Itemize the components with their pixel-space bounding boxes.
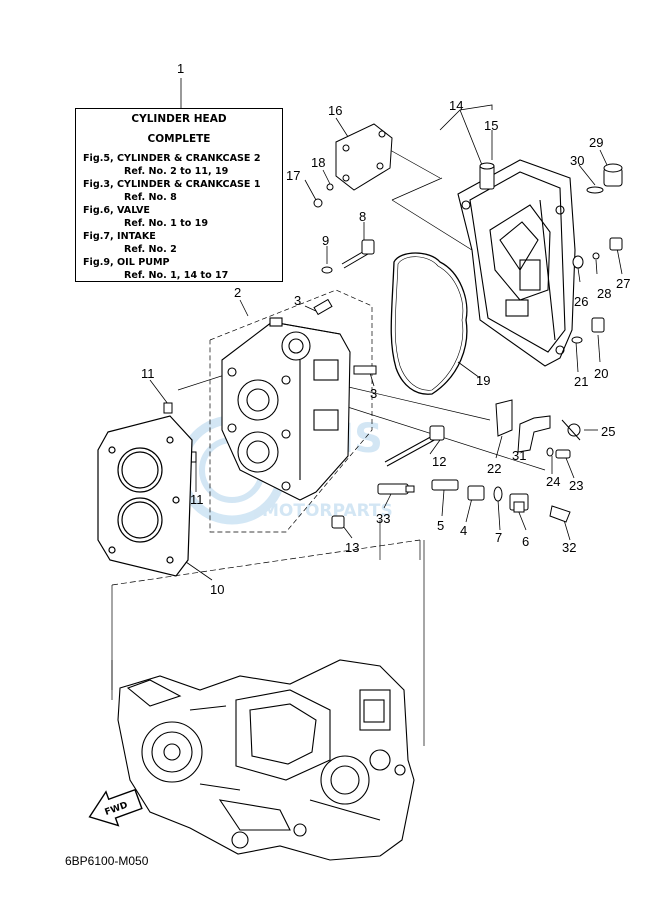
part-16: [335, 123, 393, 191]
part-17-18: [313, 183, 334, 208]
callout-10: 10: [210, 582, 224, 597]
callout-6: 6: [522, 534, 529, 549]
callout-20: 20: [594, 366, 608, 381]
callout-11: 11: [190, 492, 204, 507]
callout-5: 5: [437, 518, 444, 533]
callout-14: 14: [449, 98, 463, 113]
callout-29: 29: [589, 135, 603, 150]
part-22: [495, 399, 513, 437]
part-10-gasket: [97, 415, 193, 577]
part-31: [517, 415, 551, 453]
diagram-code: 6BP6100-M050: [65, 854, 149, 868]
callout-11: 11: [141, 366, 155, 381]
part-15: [479, 162, 495, 190]
fwd-arrow: FWD: [88, 788, 143, 827]
info-title-line2: COMPLETE: [147, 133, 211, 145]
info-entry: Ref. No. 1, 14 to 17: [124, 270, 229, 281]
part-5: [431, 479, 459, 491]
callout-1: 1: [177, 61, 184, 76]
callout-15: 15: [484, 118, 498, 133]
valve-cover: [457, 159, 576, 367]
callout-21: 21: [574, 374, 588, 389]
callout-22: 22: [487, 461, 501, 476]
callout-26: 26: [574, 294, 588, 309]
info-entry: Ref. No. 1 to 19: [124, 218, 209, 229]
callout-18: 18: [311, 155, 325, 170]
callout-labels: 1 2 3 3 4 5 6 7 8 9 10 11 11 12 13 14 15…: [141, 61, 630, 597]
part-19-gasket: [390, 252, 468, 395]
callout-19: 19: [476, 373, 490, 388]
watermark-text: MOTORPARTS: [262, 501, 393, 521]
callout-9: 9: [322, 233, 329, 248]
part-20-21: [571, 317, 605, 344]
callout-8: 8: [359, 209, 366, 224]
callout-31: 31: [512, 448, 526, 463]
assembly-lines: [111, 149, 546, 746]
callout-13: 13: [345, 540, 359, 555]
info-entry: Fig.5, CYLINDER & CRANKCASE 2: [83, 153, 261, 164]
info-entry: Ref. No. 2: [124, 244, 177, 255]
info-entry: Fig.3, CYLINDER & CRANKCASE 1: [83, 179, 261, 190]
part-3: [313, 298, 377, 375]
info-entry: Ref. No. 2 to 11, 19: [124, 166, 229, 177]
callout-3: 3: [294, 293, 301, 308]
part-8: [341, 239, 375, 269]
crankcase: [117, 659, 415, 861]
callout-28: 28: [597, 286, 611, 301]
part-25: [561, 419, 581, 441]
part-9: [321, 266, 333, 274]
info-entry: Fig.6, VALVE: [83, 205, 150, 216]
callout-3: 3: [370, 386, 377, 401]
part-12: [384, 425, 445, 467]
callout-12: 12: [432, 454, 446, 469]
callout-30: 30: [570, 153, 584, 168]
part-33: [377, 483, 415, 495]
part-29-30: [586, 163, 623, 194]
part-7: [493, 486, 503, 502]
info-box: CYLINDER HEAD COMPLETE Fig.5, CYLINDER &…: [75, 108, 283, 282]
callout-27: 27: [616, 276, 630, 291]
info-entry: Fig.9, OIL PUMP: [83, 257, 170, 268]
callout-17: 17: [286, 168, 300, 183]
callout-23: 23: [569, 478, 583, 493]
info-entry: Ref. No. 8: [124, 192, 177, 203]
callout-33: 33: [376, 511, 390, 526]
part-23-24: [546, 447, 571, 459]
callout-25: 25: [601, 424, 615, 439]
cylinder-head: [221, 317, 351, 501]
part-13: [331, 515, 345, 529]
part-26-27-28: [572, 237, 623, 269]
part-32: [549, 505, 571, 523]
callout-4: 4: [460, 523, 467, 538]
callout-32: 32: [562, 540, 576, 555]
info-title-line1: CYLINDER HEAD: [131, 113, 227, 125]
callout-7: 7: [495, 530, 502, 545]
info-entry: Fig.7, INTAKE: [83, 231, 156, 242]
callout-2: 2: [234, 285, 241, 300]
part-4: [467, 485, 485, 501]
callout-24: 24: [546, 474, 560, 489]
part-6: [509, 493, 529, 513]
callout-16: 16: [328, 103, 342, 118]
